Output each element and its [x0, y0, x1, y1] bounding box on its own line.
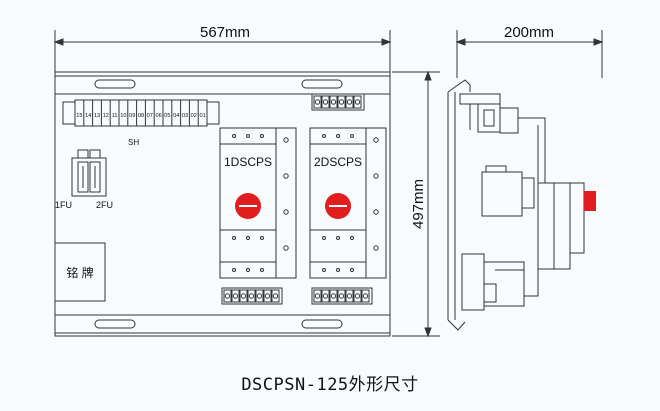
- terminal-strip-label: SH: [128, 138, 139, 147]
- terminal-number: 11: [112, 113, 118, 119]
- terminal-number: 12: [103, 113, 109, 119]
- bottom-terminal-blocks: [221, 287, 373, 305]
- top-terminal-block: [311, 93, 365, 111]
- side-view-red-button[interactable]: [584, 191, 596, 211]
- side-view: [447, 79, 596, 331]
- depth-label: 200mm: [504, 24, 554, 41]
- nameplate: 铭 牌: [54, 242, 106, 302]
- terminal-number: 05: [164, 113, 170, 119]
- terminal-number: 01: [199, 113, 205, 119]
- terminal-number: 02: [191, 113, 197, 119]
- terminal-number: 07: [147, 113, 153, 119]
- fuse-block: 1FU 2FU: [55, 149, 113, 210]
- fuse-label-2fu: 2FU: [96, 200, 113, 210]
- terminal-number: 14: [85, 113, 91, 119]
- fuse-label-1fu: 1FU: [55, 200, 72, 210]
- height-dimension: 497mm: [392, 70, 440, 338]
- terminal-number: 06: [155, 113, 161, 119]
- terminal-number: 03: [182, 113, 188, 119]
- nameplate-label: 铭 牌: [66, 265, 93, 280]
- terminal-number: 13: [94, 113, 100, 119]
- terminal-number: 09: [129, 113, 135, 119]
- terminal-number: 10: [120, 113, 126, 119]
- figure-caption: DSCPSN-125外形尺寸: [241, 375, 419, 395]
- switch-label: 2DSCPS: [314, 155, 362, 169]
- width-label: 567mm: [200, 24, 250, 41]
- switch-1: 1DSCPS: [219, 127, 297, 279]
- front-panel: [54, 71, 391, 337]
- terminal-number: 15: [76, 113, 82, 119]
- switch-2: 2DSCPS: [309, 127, 387, 279]
- height-label: 497mm: [410, 179, 427, 229]
- width-dimension: 567mm: [53, 24, 392, 72]
- terminal-number: 08: [138, 113, 144, 119]
- depth-dimension: 200mm: [455, 24, 604, 78]
- terminal-number: 04: [173, 113, 179, 119]
- switch-label: 1DSCPS: [224, 155, 272, 169]
